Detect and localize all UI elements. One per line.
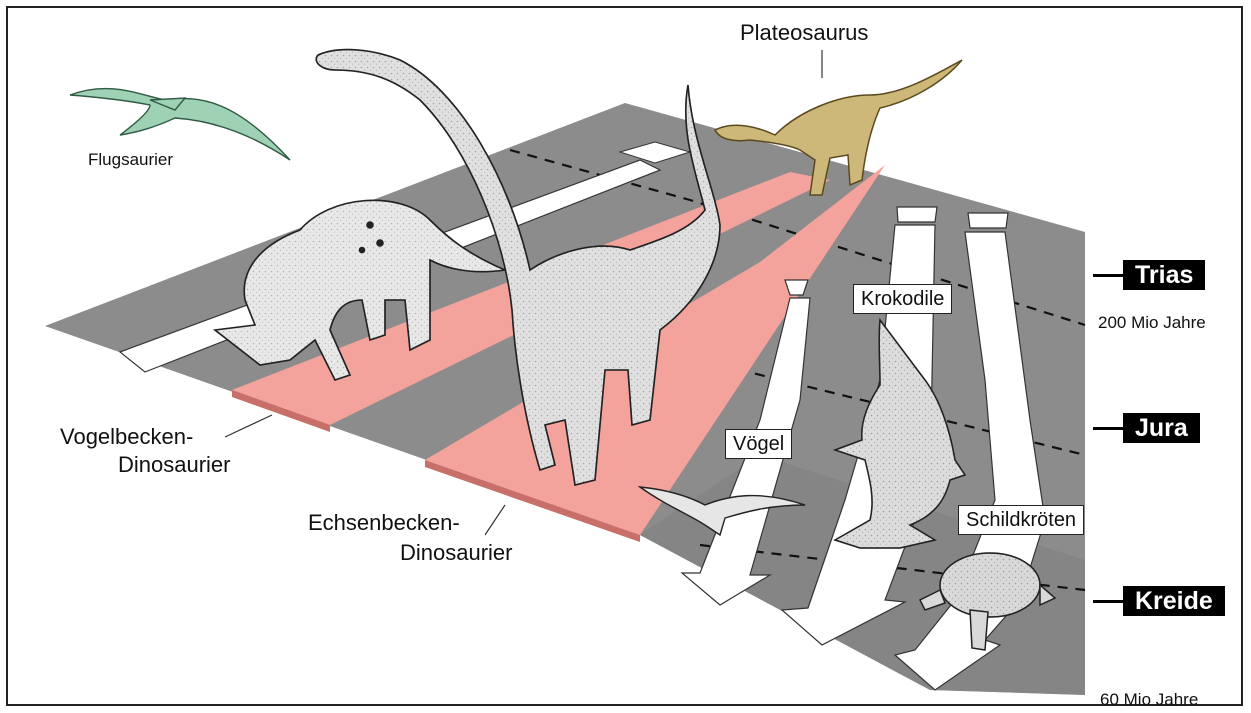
time-mark-60: 60 Mio Jahre bbox=[1100, 690, 1198, 710]
period-jura: Jura bbox=[1123, 413, 1200, 443]
period-trias: Trias bbox=[1123, 260, 1205, 290]
trias-marker-line bbox=[1093, 274, 1123, 277]
voegel-label: Vögel bbox=[725, 429, 792, 459]
kreide-marker-line bbox=[1093, 600, 1123, 603]
echsenbecken-label-line2: Dinosaurier bbox=[400, 540, 513, 566]
vogelbecken-label-line2: Dinosaurier bbox=[118, 452, 231, 478]
vogelbecken-label-line1: Vogelbecken- bbox=[60, 424, 193, 450]
time-mark-200: 200 Mio Jahre bbox=[1098, 313, 1206, 333]
krokodile-label: Krokodile bbox=[853, 284, 952, 314]
plateosaurus-label: Plateosaurus bbox=[740, 20, 868, 46]
jura-marker-line bbox=[1093, 427, 1123, 430]
schildkroeten-label: Schildkröten bbox=[958, 505, 1084, 535]
echsenbecken-label-line1: Echsenbecken- bbox=[308, 510, 460, 536]
flugsaurier-label: Flugsaurier bbox=[88, 150, 173, 170]
period-kreide: Kreide bbox=[1123, 586, 1225, 616]
